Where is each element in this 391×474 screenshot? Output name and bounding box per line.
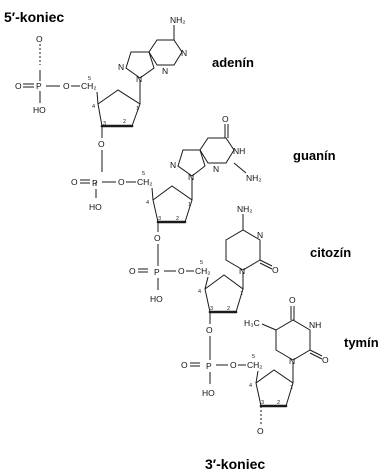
atom-o: O: [178, 266, 185, 276]
atom-o: O: [206, 325, 213, 335]
atom-o: O: [322, 355, 329, 365]
atom-o: O: [118, 177, 125, 187]
atom-n: N: [188, 172, 194, 182]
atom-ch2: CH₂: [247, 360, 263, 370]
atom-p: P: [36, 81, 42, 91]
svg-text:4: 4: [249, 383, 252, 389]
svg-text:4: 4: [92, 104, 95, 110]
svg-text:3: 3: [210, 306, 213, 312]
atom-n: N: [181, 48, 187, 58]
svg-text:5: 5: [252, 354, 255, 360]
atom-h3c: H₃C: [244, 318, 260, 328]
atom-n: N: [136, 74, 142, 84]
atom-nh2: NH₂: [170, 15, 186, 25]
atom-o: O: [230, 360, 237, 370]
atom-o: O: [181, 360, 188, 370]
label-adenine: adenín: [212, 55, 254, 70]
svg-text:4: 4: [146, 200, 149, 206]
label-guanine: guanín: [293, 148, 336, 163]
atom-o: O: [36, 34, 43, 44]
nucleotide-guanine: P O HO O CH₂ 5 4 3 2 1 O N N NH N O NH₂ …: [71, 114, 336, 266]
atom-ho: HO: [202, 388, 215, 398]
atom-o: O: [63, 81, 70, 91]
atom-o: O: [222, 114, 229, 124]
svg-text:2: 2: [176, 216, 179, 222]
atom-n: N: [257, 230, 263, 240]
svg-text:1: 1: [290, 385, 293, 391]
atom-o: O: [71, 177, 78, 187]
nucleotide-thymine: P O HO O CH₂ 5 4 3 2 1 O N NH O O H₃C ty…: [181, 295, 379, 436]
svg-text:4: 4: [198, 289, 201, 295]
atom-ch2: CH₂: [195, 266, 211, 276]
atom-n: N: [170, 160, 176, 170]
atom-p: P: [206, 361, 212, 371]
atom-nh: NH: [309, 320, 321, 330]
atom-o: O: [129, 266, 136, 276]
atom-ho: HO: [33, 105, 46, 115]
svg-text:5: 5: [142, 171, 145, 177]
five-prime-end-label: 5′-koniec: [4, 9, 64, 25]
atom-p: P: [92, 178, 98, 188]
atom-o: O: [289, 295, 296, 305]
svg-text:1: 1: [240, 291, 243, 297]
nucleotide-adenine: O P O HO O CH₂ 5 4 3 2 1 O N N N N N: [15, 15, 254, 172]
atom-o: O: [98, 139, 105, 149]
svg-text:2: 2: [227, 306, 230, 312]
atom-n: N: [289, 356, 295, 366]
svg-text:1: 1: [188, 202, 191, 208]
atom-n: N: [118, 62, 124, 72]
atom-n: N: [239, 266, 245, 276]
atom-o: O: [154, 233, 161, 243]
svg-text:3: 3: [103, 121, 106, 127]
label-thymine: tymín: [344, 335, 379, 350]
svg-text:3: 3: [158, 216, 161, 222]
atom-nh: NH: [233, 146, 245, 156]
atom-o: O: [15, 81, 22, 91]
atom-nh2: NH₂: [237, 204, 253, 214]
svg-text:1: 1: [136, 106, 139, 112]
three-prime-end-label: 3′-koniec: [205, 456, 265, 472]
svg-text:2: 2: [123, 119, 126, 125]
atom-ch2: CH₂: [137, 177, 153, 187]
atom-n: N: [213, 164, 219, 174]
atom-ch2: CH₂: [81, 81, 97, 91]
atom-o: O: [272, 265, 279, 275]
atom-n: N: [162, 66, 168, 76]
svg-text:5: 5: [200, 260, 203, 266]
nucleotide-cytosine: P O HO O CH₂ 5 4 3 2 1 O N N NH₂ O citoz…: [129, 204, 351, 360]
atom-nh2: NH₂: [246, 173, 262, 183]
atom-p: P: [154, 267, 160, 277]
atom-o: O: [257, 426, 264, 436]
svg-text:5: 5: [88, 76, 91, 82]
atom-ho: HO: [150, 294, 163, 304]
svg-text:3: 3: [261, 400, 264, 406]
label-cytosine: citozín: [310, 245, 351, 260]
svg-text:2: 2: [277, 400, 280, 406]
atom-ho: HO: [89, 202, 102, 212]
